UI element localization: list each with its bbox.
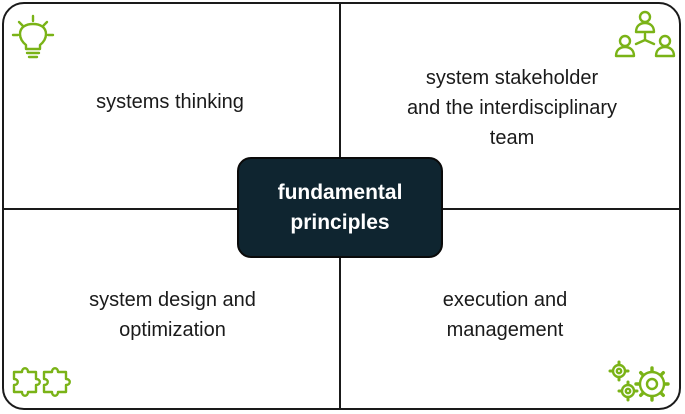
lightbulb-icon — [11, 14, 55, 59]
quadrant-design-optimization: system design and optimization — [89, 289, 256, 341]
quadrant-stakeholder-team: system stakeholder and the interdiscipli… — [406, 67, 618, 149]
center-box: fundamental principles — [237, 157, 443, 258]
center-label: fundamental principles — [277, 180, 403, 234]
puzzle-icon — [12, 367, 71, 397]
quadrant-systems-thinking: systems thinking — [96, 91, 244, 113]
quadrant-execution-management: execution and management — [442, 289, 568, 341]
people-network-icon — [614, 10, 676, 58]
gears-icon — [608, 360, 670, 402]
